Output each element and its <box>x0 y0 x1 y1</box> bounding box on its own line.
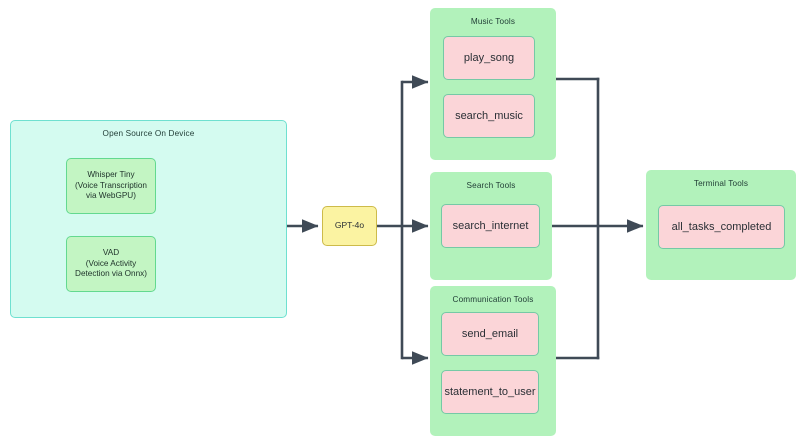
node-gpt-4o[interactable]: GPT-4o <box>322 206 377 246</box>
group-title-terminal-tools: Terminal Tools <box>693 179 749 188</box>
node-search-internet-label: search_internet <box>452 219 529 232</box>
node-statement-to-user-label: statement_to_user <box>444 385 536 398</box>
node-whisper-tiny[interactable]: Whisper Tiny (Voice Transcription via We… <box>66 158 156 214</box>
node-all-tasks-completed[interactable]: all_tasks_completed <box>658 205 785 249</box>
group-title-music-tools: Music Tools <box>470 17 516 26</box>
node-search-music-label: search_music <box>455 109 523 122</box>
node-play-song[interactable]: play_song <box>443 36 535 80</box>
node-gpt-4o-label: GPT-4o <box>334 220 365 231</box>
node-play-song-label: play_song <box>463 51 515 64</box>
node-statement-to-user[interactable]: statement_to_user <box>441 370 539 414</box>
node-send-email[interactable]: send_email <box>441 312 539 356</box>
group-title-search-tools: Search Tools <box>466 181 516 190</box>
group-title-open-source-on-device: Open Source On Device <box>102 129 195 138</box>
group-title-communication-tools: Communication Tools <box>452 295 534 304</box>
node-vad-label: VAD (Voice Activity Detection via Onnx) <box>75 247 147 279</box>
node-send-email-label: send_email <box>461 327 519 340</box>
node-whisper-tiny-label: Whisper Tiny (Voice Transcription via We… <box>75 169 147 201</box>
node-all-tasks-completed-label: all_tasks_completed <box>671 220 772 233</box>
node-search-music[interactable]: search_music <box>443 94 535 138</box>
node-search-internet[interactable]: search_internet <box>441 204 540 248</box>
node-vad[interactable]: VAD (Voice Activity Detection via Onnx) <box>66 236 156 292</box>
